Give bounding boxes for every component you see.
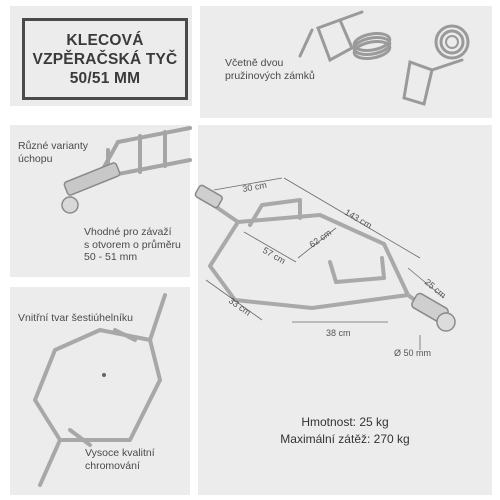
locks-panel bbox=[200, 6, 492, 118]
grips-panel bbox=[10, 125, 190, 277]
dim-62: 62 cm bbox=[307, 227, 333, 249]
product-title: KLECOVÁ VZPĚRAČSKÁ TYČ 50/51 MM bbox=[22, 18, 188, 100]
title-line-3: 50/51 MM bbox=[69, 69, 141, 87]
dim-30: 30 cm bbox=[242, 180, 268, 194]
specs-block: Hmotnost: 25 kg Maximální zátěž: 270 kg bbox=[240, 414, 450, 448]
weights-label: Vhodné pro závaží s otvorem o průměru 50… bbox=[84, 226, 181, 263]
dim-57: 57 cm bbox=[261, 245, 287, 266]
dim-50mm: Ø 50 mm bbox=[394, 348, 431, 358]
max-load-spec: Maximální zátěž: 270 kg bbox=[280, 432, 410, 446]
chrome-label: Vysoce kvalitní chromování bbox=[85, 447, 155, 472]
title-line-1: KLECOVÁ bbox=[66, 31, 144, 49]
hexagon-label: Vnitřní tvar šestiúhelníku bbox=[18, 312, 133, 324]
locks-label: Včetně dvou pružinových zámků bbox=[225, 57, 315, 82]
dim-38: 38 cm bbox=[326, 328, 351, 338]
grips-label: Různé varianty úchopu bbox=[18, 140, 89, 165]
title-line-2: VZPĚRAČSKÁ TYČ bbox=[32, 50, 178, 68]
weight-spec: Hmotnost: 25 kg bbox=[301, 415, 389, 429]
